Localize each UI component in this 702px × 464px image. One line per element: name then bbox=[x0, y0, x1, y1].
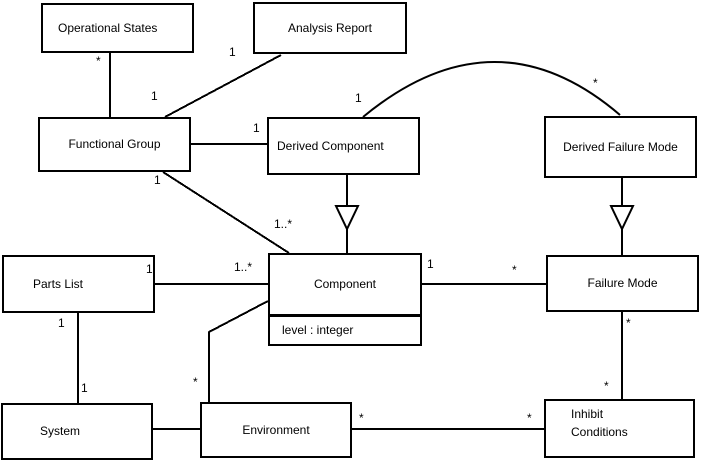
class-box-functional-group[interactable]: Functional Group bbox=[38, 117, 191, 172]
multiplicity-component-end-of-failure-mode: 1 bbox=[427, 257, 434, 271]
class-name: Operational States bbox=[58, 20, 158, 35]
multiplicity-environment-end-of-component: * bbox=[193, 375, 198, 389]
class-attribute: level : integer bbox=[282, 322, 354, 337]
multiplicity-failure-mode-end-of-component: * bbox=[512, 263, 517, 277]
class-box-parts-list[interactable]: Parts List bbox=[2, 255, 155, 313]
multiplicity-inhibit-conditions-end-of-failure-mode: * bbox=[604, 379, 609, 393]
multiplicity-analysis-report-end: 1 bbox=[229, 45, 236, 59]
generalization-derived-failure-mode-to-failure-mode bbox=[609, 178, 635, 255]
class-box-derived-component[interactable]: Derived Component bbox=[267, 117, 420, 175]
assoc-derived-component-derived-failure-mode bbox=[362, 61, 621, 118]
class-box-derived-failure-mode[interactable]: Derived Failure Mode bbox=[544, 116, 697, 178]
multiplicity-component-end-of-functional-group: 1..* bbox=[274, 217, 293, 231]
class-name: Functional Group bbox=[68, 137, 161, 151]
multiplicity-derived-failure-mode-end-of-arc: * bbox=[593, 76, 598, 90]
class-box-failure-mode[interactable]: Failure Mode bbox=[546, 255, 699, 312]
multiplicity-failure-mode-end-of-inhibit-conditions: * bbox=[626, 316, 631, 330]
assoc-environment-component bbox=[208, 300, 269, 402]
class-name: Derived Component bbox=[277, 138, 384, 153]
class-name: Derived Failure Mode bbox=[563, 139, 678, 154]
generalization-triangle-icon bbox=[334, 205, 360, 232]
class-box-component[interactable]: Component level : integer bbox=[268, 253, 422, 346]
assoc-functional-group-component bbox=[162, 171, 290, 254]
multiplicity-derived-component-end-of-arc: 1 bbox=[355, 91, 362, 105]
class-name: Inhibit Conditions bbox=[571, 407, 628, 439]
class-box-environment[interactable]: Environment bbox=[200, 402, 352, 458]
multiplicity-parts-list-end-of-component: 1 bbox=[146, 262, 153, 276]
multiplicity-functional-group-end-of-component: 1 bbox=[154, 173, 161, 187]
class-name: Parts List bbox=[33, 276, 84, 291]
multiplicity-parts-list-end-of-system: 1 bbox=[58, 316, 65, 330]
class-box-inhibit-conditions[interactable]: Inhibit Conditions bbox=[544, 399, 695, 458]
multiplicity-functional-group-end-of-analysis-report: 1 bbox=[151, 89, 158, 103]
generalization-triangle-icon bbox=[609, 205, 635, 232]
class-name: System bbox=[40, 424, 81, 438]
class-box-system[interactable]: System bbox=[1, 403, 153, 460]
class-box-analysis-report[interactable]: Analysis Report bbox=[253, 2, 407, 54]
multiplicity-derived-component-end-of-functional-group: 1 bbox=[253, 121, 260, 135]
assoc-analysis-report-functional-group bbox=[164, 54, 282, 118]
class-name: Environment bbox=[242, 422, 310, 437]
multiplicity-inhibit-conditions-end-of-environment: * bbox=[527, 411, 532, 425]
generalization-derived-component-to-component bbox=[334, 175, 360, 253]
multiplicity-operational-states-end: * bbox=[96, 54, 101, 68]
class-box-operational-states[interactable]: Operational States bbox=[41, 3, 194, 53]
class-name: Component bbox=[270, 255, 420, 317]
multiplicity-component-end-of-parts-list: 1..* bbox=[234, 260, 253, 274]
class-name: Analysis Report bbox=[287, 20, 373, 35]
multiplicity-system-end-of-parts-list: 1 bbox=[81, 381, 88, 395]
multiplicity-environment-end-of-inhibit-conditions: * bbox=[359, 411, 364, 425]
class-name: Failure Mode bbox=[587, 276, 658, 290]
